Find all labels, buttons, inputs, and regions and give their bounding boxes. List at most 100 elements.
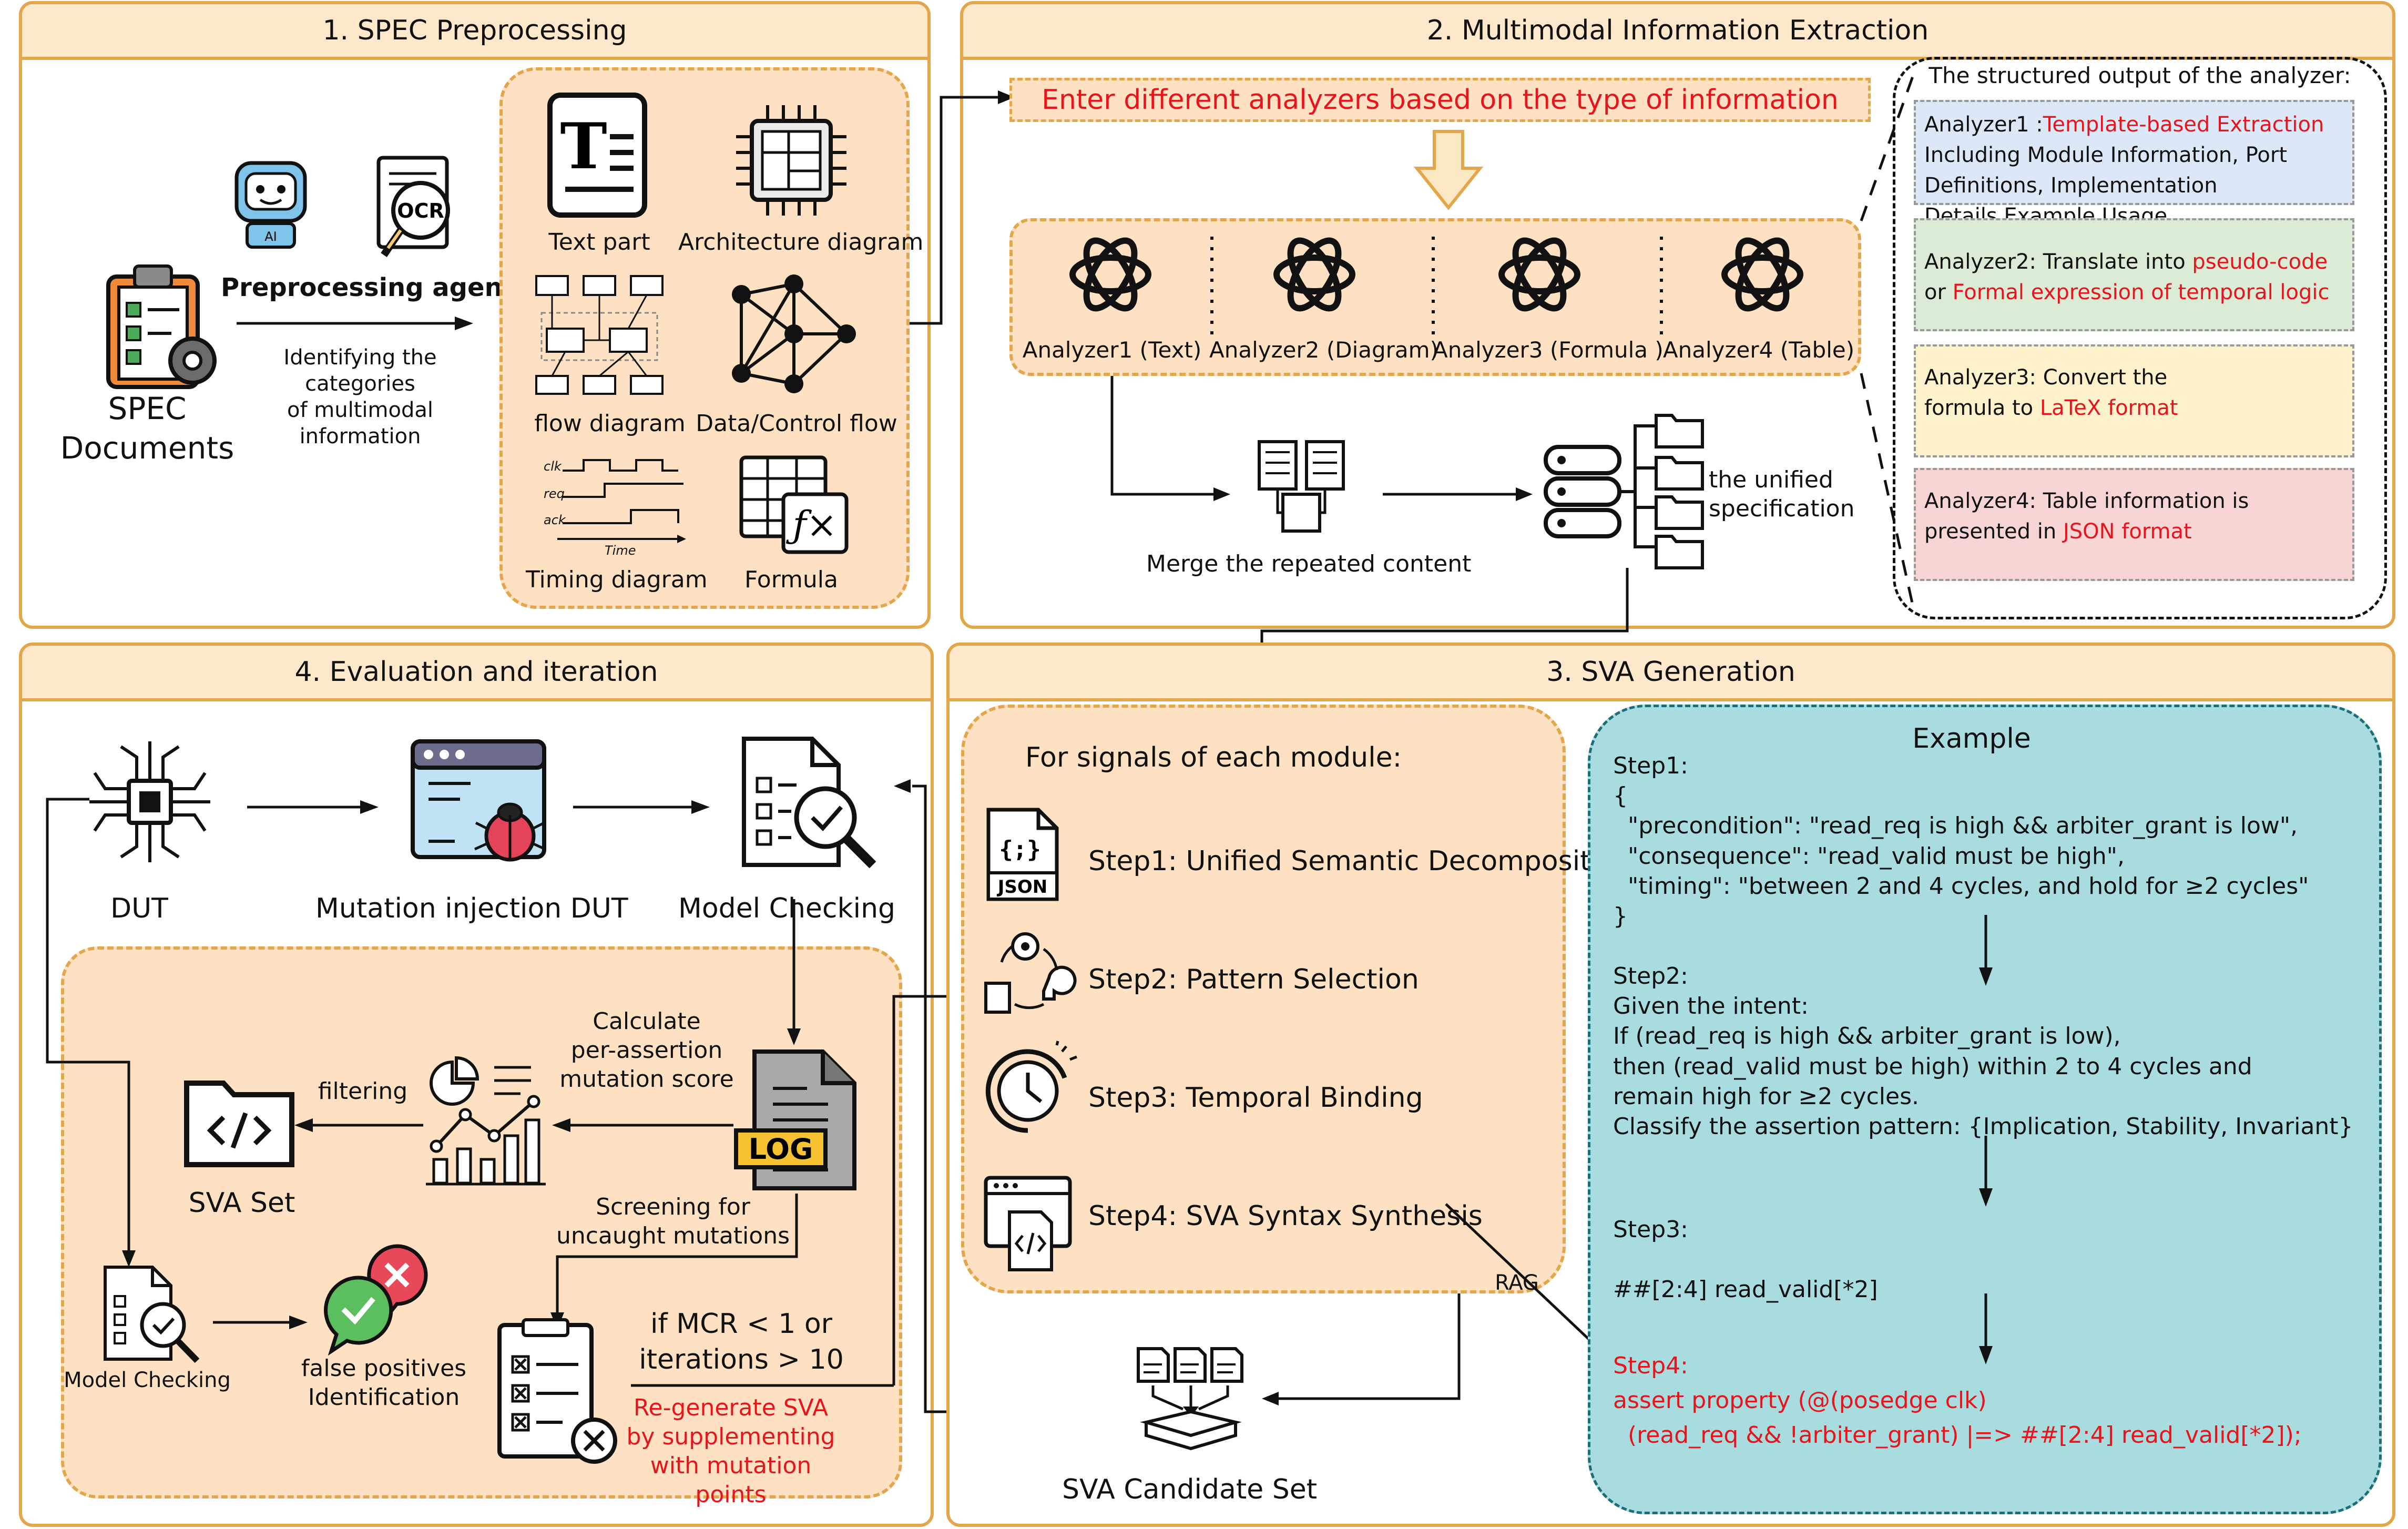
analyzer1-ai-icon: [1069, 237, 1151, 312]
pattern-cycle-icon: [984, 932, 1077, 1014]
analyzer2-label: Analyzer2 (Diagram): [1209, 337, 1438, 363]
unified-specification-label: the unified specification: [1709, 466, 1855, 522]
mutation-injection-label: Mutation injection DUT: [315, 893, 628, 924]
json-file-icon: {;} JSON: [986, 808, 1059, 901]
output-analyzer1: Analyzer1 :Template-based Extraction Inc…: [1914, 100, 2354, 228]
structured-output-panel: [1893, 57, 2387, 619]
rag-label: RAG: [1495, 1271, 1539, 1295]
screening-label: Screening for uncaught mutations: [556, 1194, 790, 1249]
merge-label: Merge the repeated content: [1146, 551, 1472, 577]
analyzer4-ai-icon: [1721, 237, 1803, 312]
formula-icon: ƒ×: [739, 455, 849, 554]
output-analyzer3: Analyzer3: Convert the formula to LaTeX …: [1914, 344, 2354, 457]
arrow-dut-to-sva-set: [46, 798, 136, 1267]
arrow-model-to-log: [787, 899, 801, 1045]
ocr-document-icon: OCR: [376, 156, 450, 257]
analyzer1-label: Analyzer1 (Text): [1022, 337, 1202, 363]
output-zoom-lines: [1860, 73, 1915, 610]
panel-title: 3. SVA Generation: [950, 646, 2392, 701]
arrow-chart-to-sva: [294, 1118, 423, 1132]
architecture-diagram-label: Architecture diagram: [678, 229, 924, 256]
calculate-score-label: Calculate per-assertion mutation score: [559, 1008, 734, 1093]
if-mcr-label: if MCR < 1 or iterations > 10: [639, 1308, 844, 1375]
code-window-icon: [984, 1176, 1072, 1271]
analyzers-group: [1009, 218, 1861, 376]
sva-set-label: SVA Set: [188, 1187, 295, 1219]
analyzer3-label: Analyzer3 (Formula ): [1433, 337, 1664, 363]
svg-text:ƒ×: ƒ×: [786, 503, 838, 546]
model-checking-icon: [742, 737, 876, 869]
for-signals-label: For signals of each module:: [1025, 742, 1402, 773]
example-step3: Step3: ##[2:4] read_valid[*2]: [1613, 1216, 1878, 1303]
arrow-small-model-to-fp: [213, 1316, 308, 1329]
arrow-mutation-to-model: [573, 800, 710, 814]
analyzer4-label: Analyzer4 (Table): [1662, 337, 1855, 363]
model-checking-label: Model Checking: [678, 893, 896, 924]
flow-diagram-icon: [535, 275, 664, 395]
architecture-diagram-icon: [736, 105, 846, 216]
step3-label: Step3: Temporal Binding: [1088, 1082, 1423, 1114]
arrow-log-to-chart: [552, 1118, 733, 1132]
identifying-categories-label: Identifying the categories of multimodal…: [283, 345, 437, 448]
text-part-label: Text part: [548, 229, 650, 256]
example-arrow-1: [1979, 915, 1993, 986]
merge-documents-icon: [1258, 440, 1345, 533]
false-positive-bubbles-icon: [324, 1244, 428, 1356]
example-arrow-3: [1979, 1293, 1993, 1364]
mutation-bug-browser-icon: [411, 739, 546, 862]
timing-axis-label: Time: [605, 543, 636, 558]
down-arrow-icon: [1413, 130, 1484, 210]
analyzer-separators: [1210, 237, 1663, 337]
analyzer-banner-text: Enter different analyzers based on the t…: [1042, 84, 1839, 116]
database-icon: [1544, 414, 1704, 569]
panel-title: 1. SPEC Preprocessing: [22, 4, 927, 60]
timing-signal-req: req: [544, 486, 565, 501]
analyzer-banner: Enter different analyzers based on the t…: [1009, 78, 1871, 122]
analyzer3-ai-icon: [1498, 237, 1580, 312]
model-checking-small-label: Model Checking: [64, 1368, 231, 1392]
data-control-flow-icon: [732, 274, 856, 393]
svg-text:{;}: {;}: [999, 836, 1040, 863]
step1-label: Step1: Unified Semantic Decomposition: [1088, 845, 1632, 877]
data-control-flow-label: Data/Control flow: [696, 410, 897, 437]
evaluation-group: [61, 946, 902, 1499]
output-analyzer4: Analyzer4: Table information is presente…: [1914, 468, 2354, 581]
example-arrow-2: [1979, 1136, 1993, 1207]
panel-title: 4. Evaluation and iteration: [22, 646, 931, 701]
timing-signal-clk: clk: [544, 459, 562, 474]
robot-agent-icon: AI: [234, 161, 307, 249]
example-step1: Step1: { "precondition": "read_req is hi…: [1613, 752, 2309, 930]
svg-text:LOG: LOG: [749, 1133, 813, 1166]
regenerate-label: Re-generate SVA by supplementing with mu…: [626, 1394, 835, 1508]
text-part-icon: T: [547, 93, 647, 218]
dut-label: DUT: [110, 893, 168, 924]
arrow-to-categories: [237, 317, 473, 330]
analytics-chart-icon: [426, 1056, 546, 1186]
panel-title: 2. Multimodal Information Extraction: [963, 4, 2392, 60]
example-step2: Step2: Given the intent: If (read_req is…: [1613, 963, 2353, 1140]
log-file-icon: LOG: [734, 1049, 856, 1190]
filtering-label: filtering: [318, 1078, 408, 1105]
clipboard-gear-icon: [106, 264, 217, 389]
arrow-panel1-to-panel2: [910, 90, 1015, 325]
svg-text:JSON: JSON: [997, 876, 1048, 898]
analyzer2-ai-icon: [1273, 237, 1355, 312]
sva-folder-code-icon: [184, 1081, 294, 1167]
model-checking-small-icon: [104, 1266, 200, 1363]
step4-label: Step4: SVA Syntax Synthesis: [1088, 1200, 1483, 1232]
example-title: Example: [1912, 723, 2031, 755]
svg-text:AI: AI: [264, 229, 277, 244]
example-panel: [1588, 705, 2382, 1514]
example-step4: Step4: assert property (@(posedge clk) (…: [1613, 1352, 2302, 1449]
timing-diagram-icon: clk req ack Time: [536, 455, 689, 560]
step2-label: Step2: Pattern Selection: [1088, 964, 1419, 995]
chip-dut-icon: [89, 741, 210, 862]
preprocessing-agent-label: Preprocessing agent: [221, 273, 515, 302]
candidate-set-label: SVA Candidate Set: [1062, 1474, 1318, 1505]
output-analyzer2: Analyzer2: Translate into pseudo-code or…: [1914, 218, 2354, 331]
timing-diagram-label: Timing diagram: [526, 566, 708, 593]
arrow-steps-to-candidate: [1262, 1293, 1461, 1405]
arrow-dut-to-mutation: [247, 800, 379, 814]
formula-label: Formula: [744, 566, 838, 593]
svg-text:OCR: OCR: [397, 199, 444, 222]
